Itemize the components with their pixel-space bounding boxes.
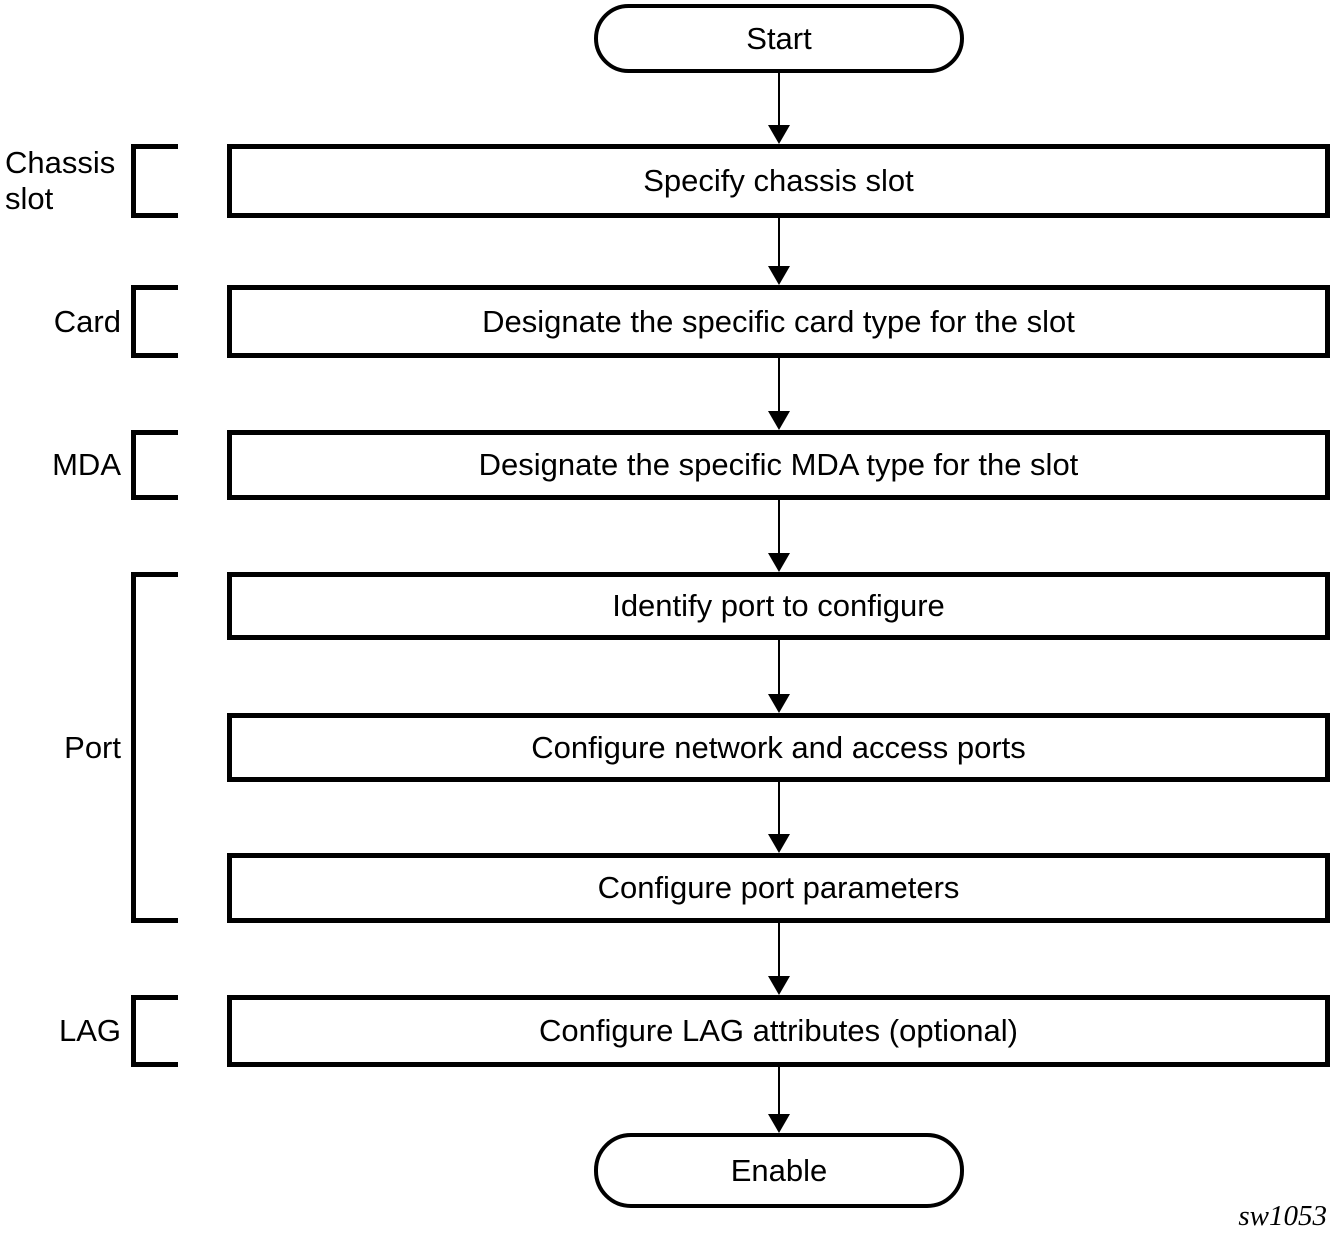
bracket-port: [131, 572, 178, 923]
step-box-configure-network-access-ports: Configure network and access ports: [227, 713, 1330, 782]
flow-arrow: [768, 782, 790, 853]
arrowhead-down-icon: [768, 1114, 790, 1133]
arrowhead-down-icon: [768, 694, 790, 713]
arrow-shaft: [778, 73, 780, 128]
start-terminal: Start: [594, 4, 964, 73]
step-box-identify-port: Identify port to configure: [227, 572, 1330, 640]
flow-arrow: [768, 923, 790, 995]
start-label: Start: [746, 20, 812, 56]
step-box-specify-chassis-slot: Specify chassis slot: [227, 144, 1330, 218]
arrow-shaft: [778, 640, 780, 697]
flow-arrow: [768, 500, 790, 572]
group-label: LAG: [58, 1013, 121, 1049]
step-box-configure-port-parameters: Configure port parameters: [227, 853, 1330, 923]
enable-terminal: Enable: [594, 1133, 964, 1208]
arrow-shaft: [778, 500, 780, 556]
step-label: Identify port to configure: [612, 588, 945, 623]
step-label: Designate the specific card type for the…: [482, 303, 1075, 339]
arrowhead-down-icon: [768, 834, 790, 853]
step-box-configure-lag-attributes: Configure LAG attributes (optional): [227, 995, 1330, 1067]
arrow-shaft: [778, 218, 780, 269]
step-label: Configure network and access ports: [531, 729, 1026, 765]
arrowhead-down-icon: [768, 976, 790, 995]
arrowhead-down-icon: [768, 266, 790, 285]
group-label: Card: [53, 303, 121, 339]
bracket-lag: [131, 995, 178, 1067]
side-label-mda: MDA: [0, 430, 121, 500]
step-box-designate-card-type: Designate the specific card type for the…: [227, 285, 1330, 358]
arrow-shaft: [778, 923, 780, 979]
step-box-designate-mda-type: Designate the specific MDA type for the …: [227, 430, 1330, 500]
step-label: Specify chassis slot: [643, 163, 914, 198]
arrow-shaft: [778, 782, 780, 837]
bracket-mda: [131, 430, 178, 500]
flow-arrow: [768, 73, 790, 144]
flow-arrow: [768, 358, 790, 430]
side-label-card: Card: [0, 285, 121, 358]
group-label: MDA: [52, 447, 121, 483]
enable-label: Enable: [730, 1152, 828, 1188]
bracket-card: [131, 285, 178, 358]
arrowhead-down-icon: [768, 553, 790, 572]
side-label-lag: LAG: [0, 995, 121, 1067]
flow-arrow: [768, 1067, 790, 1133]
group-label: Chassis slot: [5, 145, 116, 216]
arrowhead-down-icon: [768, 411, 790, 430]
side-label-port: Port: [0, 572, 121, 923]
figure-id-watermark: sw1053: [1238, 1200, 1327, 1232]
arrowhead-down-icon: [768, 125, 790, 144]
bracket-chassis-slot: [131, 144, 178, 218]
flow-arrow: [768, 218, 790, 285]
step-label: Configure port parameters: [597, 870, 960, 905]
arrow-shaft: [778, 358, 780, 414]
flow-arrow: [768, 640, 790, 713]
side-label-chassis-slot: Chassis slot: [0, 144, 121, 218]
step-label: Designate the specific MDA type for the …: [478, 447, 1079, 482]
step-label: Configure LAG attributes (optional): [538, 1013, 1019, 1048]
arrow-shaft: [778, 1067, 780, 1117]
group-label: Port: [64, 729, 121, 765]
